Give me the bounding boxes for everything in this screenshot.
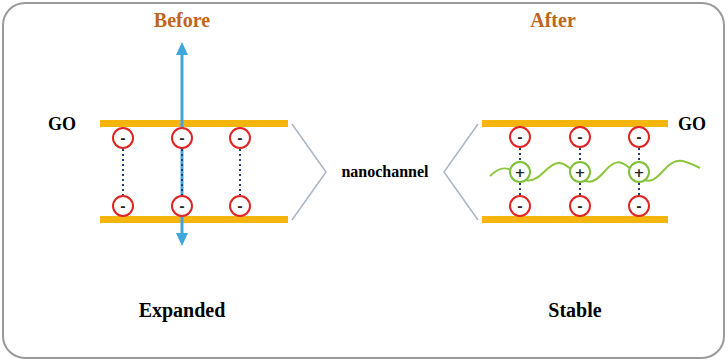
charge-circle: - bbox=[628, 195, 650, 217]
panel-title: Before bbox=[154, 9, 210, 32]
charge-sign: - bbox=[237, 200, 242, 213]
charge-sign: - bbox=[577, 131, 582, 144]
charge-circle: - bbox=[229, 195, 251, 217]
charge-sign: - bbox=[517, 200, 522, 213]
state-label: Stable bbox=[548, 299, 601, 322]
charge-circle: - bbox=[628, 126, 650, 148]
charge-sign: + bbox=[634, 166, 645, 179]
charge-sign: - bbox=[179, 200, 184, 213]
arrow-head bbox=[176, 233, 188, 246]
state-label: Expanded bbox=[139, 299, 226, 322]
charge-circle: - bbox=[509, 195, 531, 217]
interaction-line bbox=[519, 183, 521, 195]
frame bbox=[3, 3, 724, 358]
charge-circle: - bbox=[171, 127, 193, 149]
interaction-line bbox=[638, 148, 640, 161]
charge-sign: - bbox=[237, 132, 242, 145]
charge-sign: - bbox=[636, 200, 641, 213]
charge-circle: - bbox=[112, 195, 134, 217]
go-sheet bbox=[100, 216, 288, 223]
charge-circle: - bbox=[569, 126, 591, 148]
interaction-line bbox=[239, 149, 241, 195]
interaction-line bbox=[579, 183, 581, 195]
charge-circle: + bbox=[569, 161, 591, 183]
charge-circle: + bbox=[628, 161, 650, 183]
charge-sign: - bbox=[120, 132, 125, 145]
charge-sign: - bbox=[179, 132, 184, 145]
charge-sign: - bbox=[577, 200, 582, 213]
charge-circle: - bbox=[569, 195, 591, 217]
callout-label: nanochannel bbox=[341, 163, 428, 181]
charge-circle: - bbox=[171, 195, 193, 217]
interaction-line bbox=[638, 183, 640, 195]
interaction-line bbox=[519, 148, 521, 161]
charge-sign: + bbox=[575, 166, 586, 179]
charge-sign: + bbox=[515, 166, 526, 179]
go-sheet bbox=[100, 120, 288, 127]
charge-circle: - bbox=[112, 127, 134, 149]
interaction-line bbox=[122, 149, 124, 195]
interaction-line bbox=[181, 149, 183, 195]
arrow-head bbox=[176, 42, 188, 55]
bracket-line bbox=[444, 124, 478, 220]
charge-circle: - bbox=[509, 126, 531, 148]
charge-sign: - bbox=[120, 200, 125, 213]
bracket-line bbox=[292, 124, 326, 220]
charge-sign: - bbox=[636, 131, 641, 144]
charge-sign: - bbox=[517, 131, 522, 144]
material-label: GO bbox=[48, 114, 76, 135]
material-label: GO bbox=[678, 114, 706, 135]
charge-circle: + bbox=[509, 161, 531, 183]
panel-title: After bbox=[530, 9, 576, 32]
interaction-line bbox=[579, 148, 581, 161]
go-sheet bbox=[482, 216, 668, 223]
charge-circle: - bbox=[229, 127, 251, 149]
